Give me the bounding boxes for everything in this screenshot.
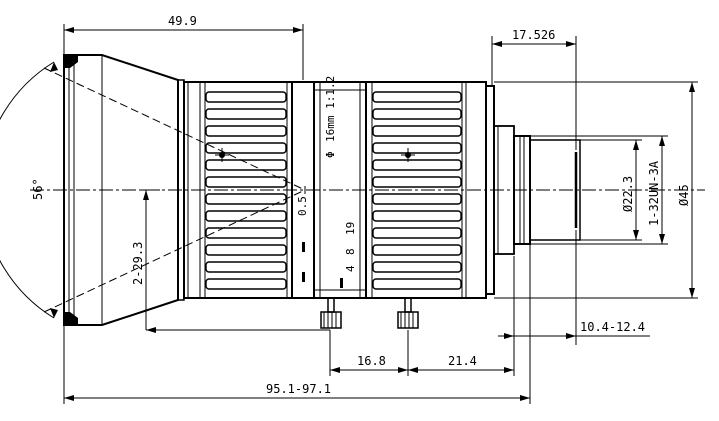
front-knurl-band (205, 278, 287, 290)
front-index-mark (215, 148, 229, 162)
front-focus-barrel (183, 81, 293, 299)
front-knurl-band (205, 227, 287, 239)
dim-49-9: 49.9 (168, 14, 197, 28)
rear-knurl-band (372, 91, 462, 103)
dim-phi-22-3: Ø22.3 (621, 176, 635, 212)
dim-thread-spec: 1-32UN-3A (647, 160, 661, 226)
rear-knurl-band (372, 125, 462, 137)
rear-knurl-band (372, 176, 462, 188)
front-knurl-band (205, 176, 287, 188)
front-knurl-band (205, 210, 287, 222)
dimension-diameters: Ø22.3 1-32UN-3A Ø45 (494, 81, 698, 299)
front-knurl-band (205, 244, 287, 256)
rear-knurl-band (372, 261, 462, 273)
aperture-19-label: 19 (344, 222, 357, 235)
dim-10-4-12-4: 10.4-12.4 (580, 320, 645, 334)
field-angle-label: 56° (31, 178, 45, 200)
marking-barrel (291, 81, 367, 299)
dimension-ring-positions: 16.8 21.4 (329, 256, 515, 376)
front-knurl-band (205, 261, 287, 273)
dim-95-1-97-1: 95.1-97.1 (266, 382, 331, 396)
dim-17-526: 17.526 (512, 28, 555, 42)
rear-knurl-band (372, 278, 462, 290)
phi-symbol: Φ (324, 151, 337, 158)
aperture-8-label: 8 (344, 248, 357, 255)
front-knurl-band (205, 91, 287, 103)
dimension-back-focus: 10.4-12.4 (498, 230, 650, 345)
rear-flange (485, 85, 515, 295)
lens-model-label: 16mm 1:1.2 (324, 76, 337, 142)
dimension-front-length: 49.9 (63, 14, 304, 80)
field-angle-ray-top (43, 67, 306, 191)
dim-2-29-3: 2-29.3 (131, 242, 145, 285)
field-angle-arc (0, 61, 55, 319)
iris-lock-screw (397, 297, 419, 329)
dimension-flange-offset: 17.526 (491, 28, 577, 150)
dim-16-8: 16.8 (357, 354, 386, 368)
rear-knurl-band (372, 142, 462, 154)
dimension-total-length: 95.1-97.1 (63, 244, 531, 404)
dimension-hood-height: 2-29.3 (131, 189, 330, 333)
front-knurl-band (205, 125, 287, 137)
front-knurl-band (205, 108, 287, 120)
front-knurl-band (205, 193, 287, 205)
field-angle-ray-bottom (43, 189, 306, 313)
rear-knurl-band (372, 227, 462, 239)
rear-knurl-band (372, 108, 462, 120)
c-mount-thread (513, 135, 581, 245)
rear-index-mark (401, 148, 415, 162)
rear-knurl-band (372, 159, 462, 171)
focus-scale-label: 0.5 (296, 196, 309, 216)
front-knurl-band (205, 159, 287, 171)
focus-lock-screw (320, 297, 342, 329)
front-knurl-band (205, 142, 287, 154)
rear-knurl-band (372, 244, 462, 256)
dim-phi-45: Ø45 (677, 184, 691, 206)
dim-21-4: 21.4 (448, 354, 477, 368)
aperture-4-label: 4 (344, 265, 357, 272)
rear-knurl-band (372, 210, 462, 222)
rear-knurl-band (372, 193, 462, 205)
